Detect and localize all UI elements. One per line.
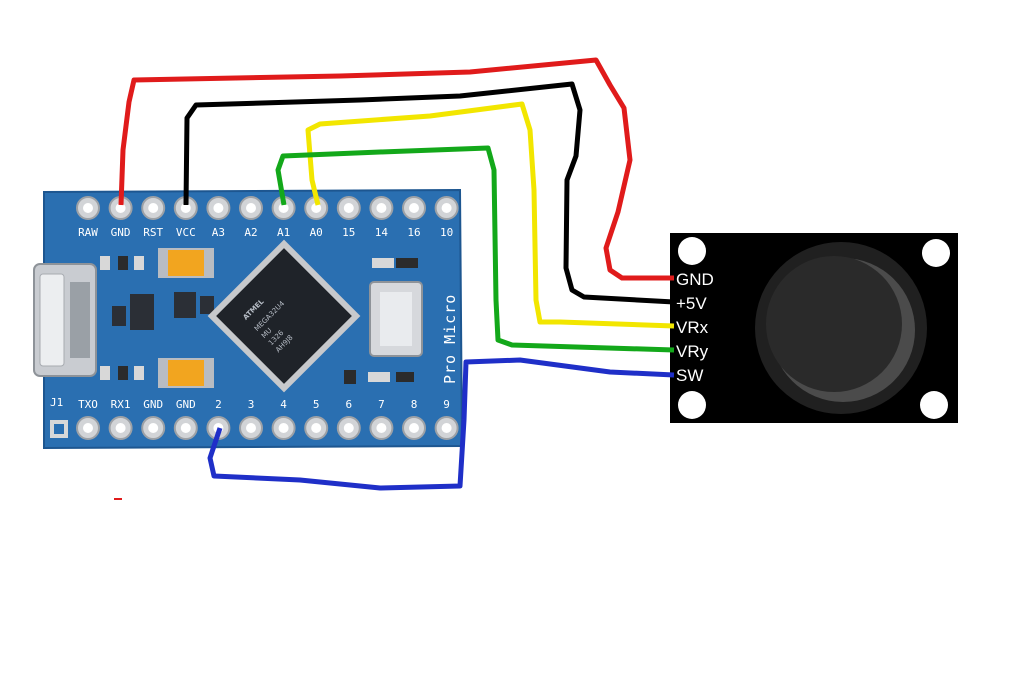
top-pin-label: VCC [176, 226, 196, 239]
wire-a1 [275, 145, 675, 353]
wire-gnd [118, 57, 674, 281]
bottom-pin-label: 2 [215, 398, 222, 411]
mount-hole-bottom-left [678, 391, 706, 419]
bottom-pin-labels: TXO RX1 GND GND 2 3 4 5 6 7 8 9 [78, 398, 450, 411]
mount-hole-top-left [678, 237, 706, 265]
top-pin-hole [115, 203, 126, 213]
top-pin-label: 16 [407, 226, 420, 239]
bottom-pin-hole [180, 423, 191, 433]
top-pin-hole [376, 203, 387, 213]
top-pin-hole [343, 203, 354, 213]
joystick-cap [766, 256, 902, 392]
joystick-pin-label: SW [676, 366, 703, 385]
bottom-pin-label: 6 [345, 398, 352, 411]
mount-hole-top-right [922, 239, 950, 267]
bottom-pin-label: 4 [280, 398, 287, 411]
top-pin-label: GND [111, 226, 131, 239]
bottom-pin-hole [409, 423, 419, 433]
capacitor-top [158, 248, 214, 278]
bottom-pin-hole [441, 423, 452, 433]
top-pin-hole [83, 203, 93, 213]
top-pin-hole [148, 203, 159, 213]
bottom-pin-label: 8 [411, 398, 418, 411]
usb-connector [33, 263, 97, 377]
j1-label: J1 [50, 396, 63, 409]
wire-vcc [183, 81, 675, 305]
mount-hole-bottom-right [920, 391, 948, 419]
top-pin-label: A0 [310, 226, 323, 239]
bottom-pin-label: GND [143, 398, 163, 411]
j1-pads [50, 420, 68, 438]
bottom-pin-label: 3 [248, 398, 255, 411]
bottom-pin-hole [311, 423, 322, 433]
wires [118, 57, 675, 491]
wire-a0 [305, 101, 675, 329]
bottom-pin-hole [148, 423, 159, 433]
top-pin-label: RST [143, 226, 163, 239]
top-pin-hole [180, 203, 191, 213]
bottom-pin-label: GND [176, 398, 196, 411]
top-pin-label: 15 [342, 226, 355, 239]
top-pin-hole [246, 203, 256, 213]
bottom-pin-hole [343, 423, 354, 433]
top-pin-label: A2 [244, 226, 257, 239]
top-pin-hole [311, 203, 322, 213]
top-pin-hole [409, 203, 419, 213]
top-pin-label: RAW [78, 226, 98, 239]
bottom-pin-hole [115, 423, 126, 433]
top-pin-hole [213, 203, 224, 213]
bottom-pin-hole [246, 423, 256, 433]
bottom-pin-label: 9 [443, 398, 450, 411]
joystick-pin-label: VRy [676, 342, 709, 361]
bottom-pin-hole [83, 423, 93, 433]
bottom-pin-label: TXO [78, 398, 98, 411]
bottom-pin-label: 7 [378, 398, 385, 411]
bottom-pin-hole [278, 423, 289, 433]
top-pin-hole [278, 203, 289, 213]
joystick-pin-label: GND [676, 270, 714, 289]
top-pin-label: A1 [277, 226, 290, 239]
bottom-pin-label: RX1 [111, 398, 131, 411]
pro-micro-board: ATMEL MEGA32U4 MU 1326 AH9J8 Pro Micro R… [33, 188, 464, 450]
bottom-pin-row [76, 416, 459, 440]
board-name: Pro Micro [441, 294, 459, 384]
crystal-oscillator [369, 281, 423, 357]
bottom-pin-hole [376, 423, 387, 433]
top-pin-label: A3 [212, 226, 225, 239]
top-pin-hole [441, 203, 452, 213]
wire-sw [207, 357, 675, 491]
bottom-pin-label: 5 [313, 398, 320, 411]
top-pin-label: 14 [375, 226, 389, 239]
top-pin-label: 10 [440, 226, 453, 239]
joystick-pin-label: +5V [676, 294, 707, 313]
capacitor-bottom [158, 358, 214, 388]
top-pin-labels: RAW GND RST VCC A3 A2 A1 A0 15 14 16 10 [78, 226, 453, 239]
small-components [100, 256, 418, 384]
joystick-pin-label: VRx [676, 318, 709, 337]
